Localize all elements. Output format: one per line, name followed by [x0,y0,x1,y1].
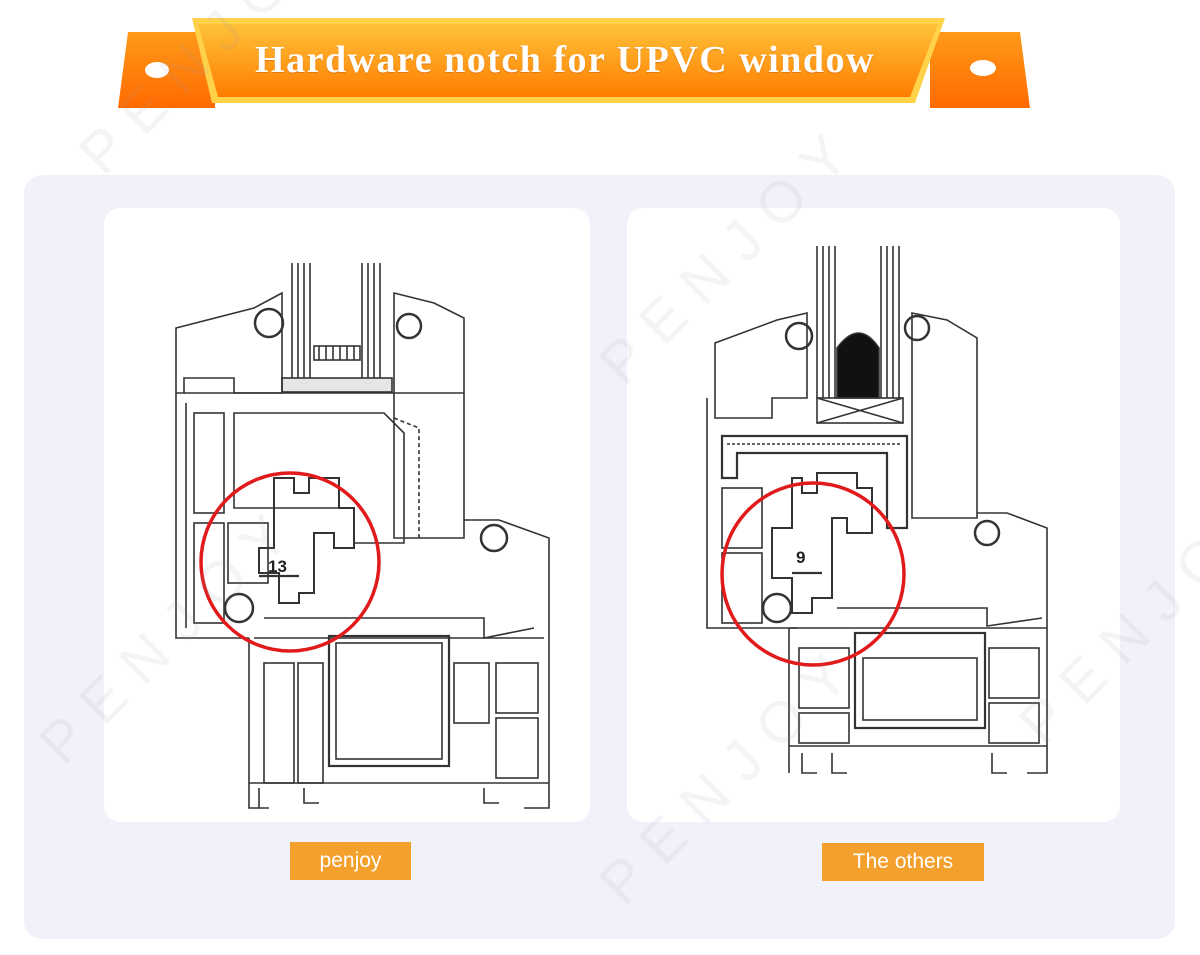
others-profile-diagram: 9 [706,246,1048,774]
others-diagram-card: 9 [627,208,1120,822]
penjoy-caption: penjoy [290,842,411,880]
others-glass-panes [816,246,904,424]
banner-left-hole [145,62,169,78]
others-caption: The others [822,843,984,881]
page-title: Hardware notch for UPVC window [255,39,875,81]
banner-ribbon-graphic [118,18,1030,108]
penjoy-dimension-label: 13 [268,557,287,576]
penjoy-highlight-circle [199,471,381,653]
penjoy-profile-diagram: 13 [175,263,550,809]
others-highlight-circle [720,481,906,667]
banner-right-hole [970,60,996,76]
penjoy-diagram-card: 13 [104,208,590,822]
penjoy-glass-panes [281,263,393,393]
title-banner: Hardware notch for UPVC window [0,0,1200,130]
others-dimension-label: 9 [796,548,805,567]
